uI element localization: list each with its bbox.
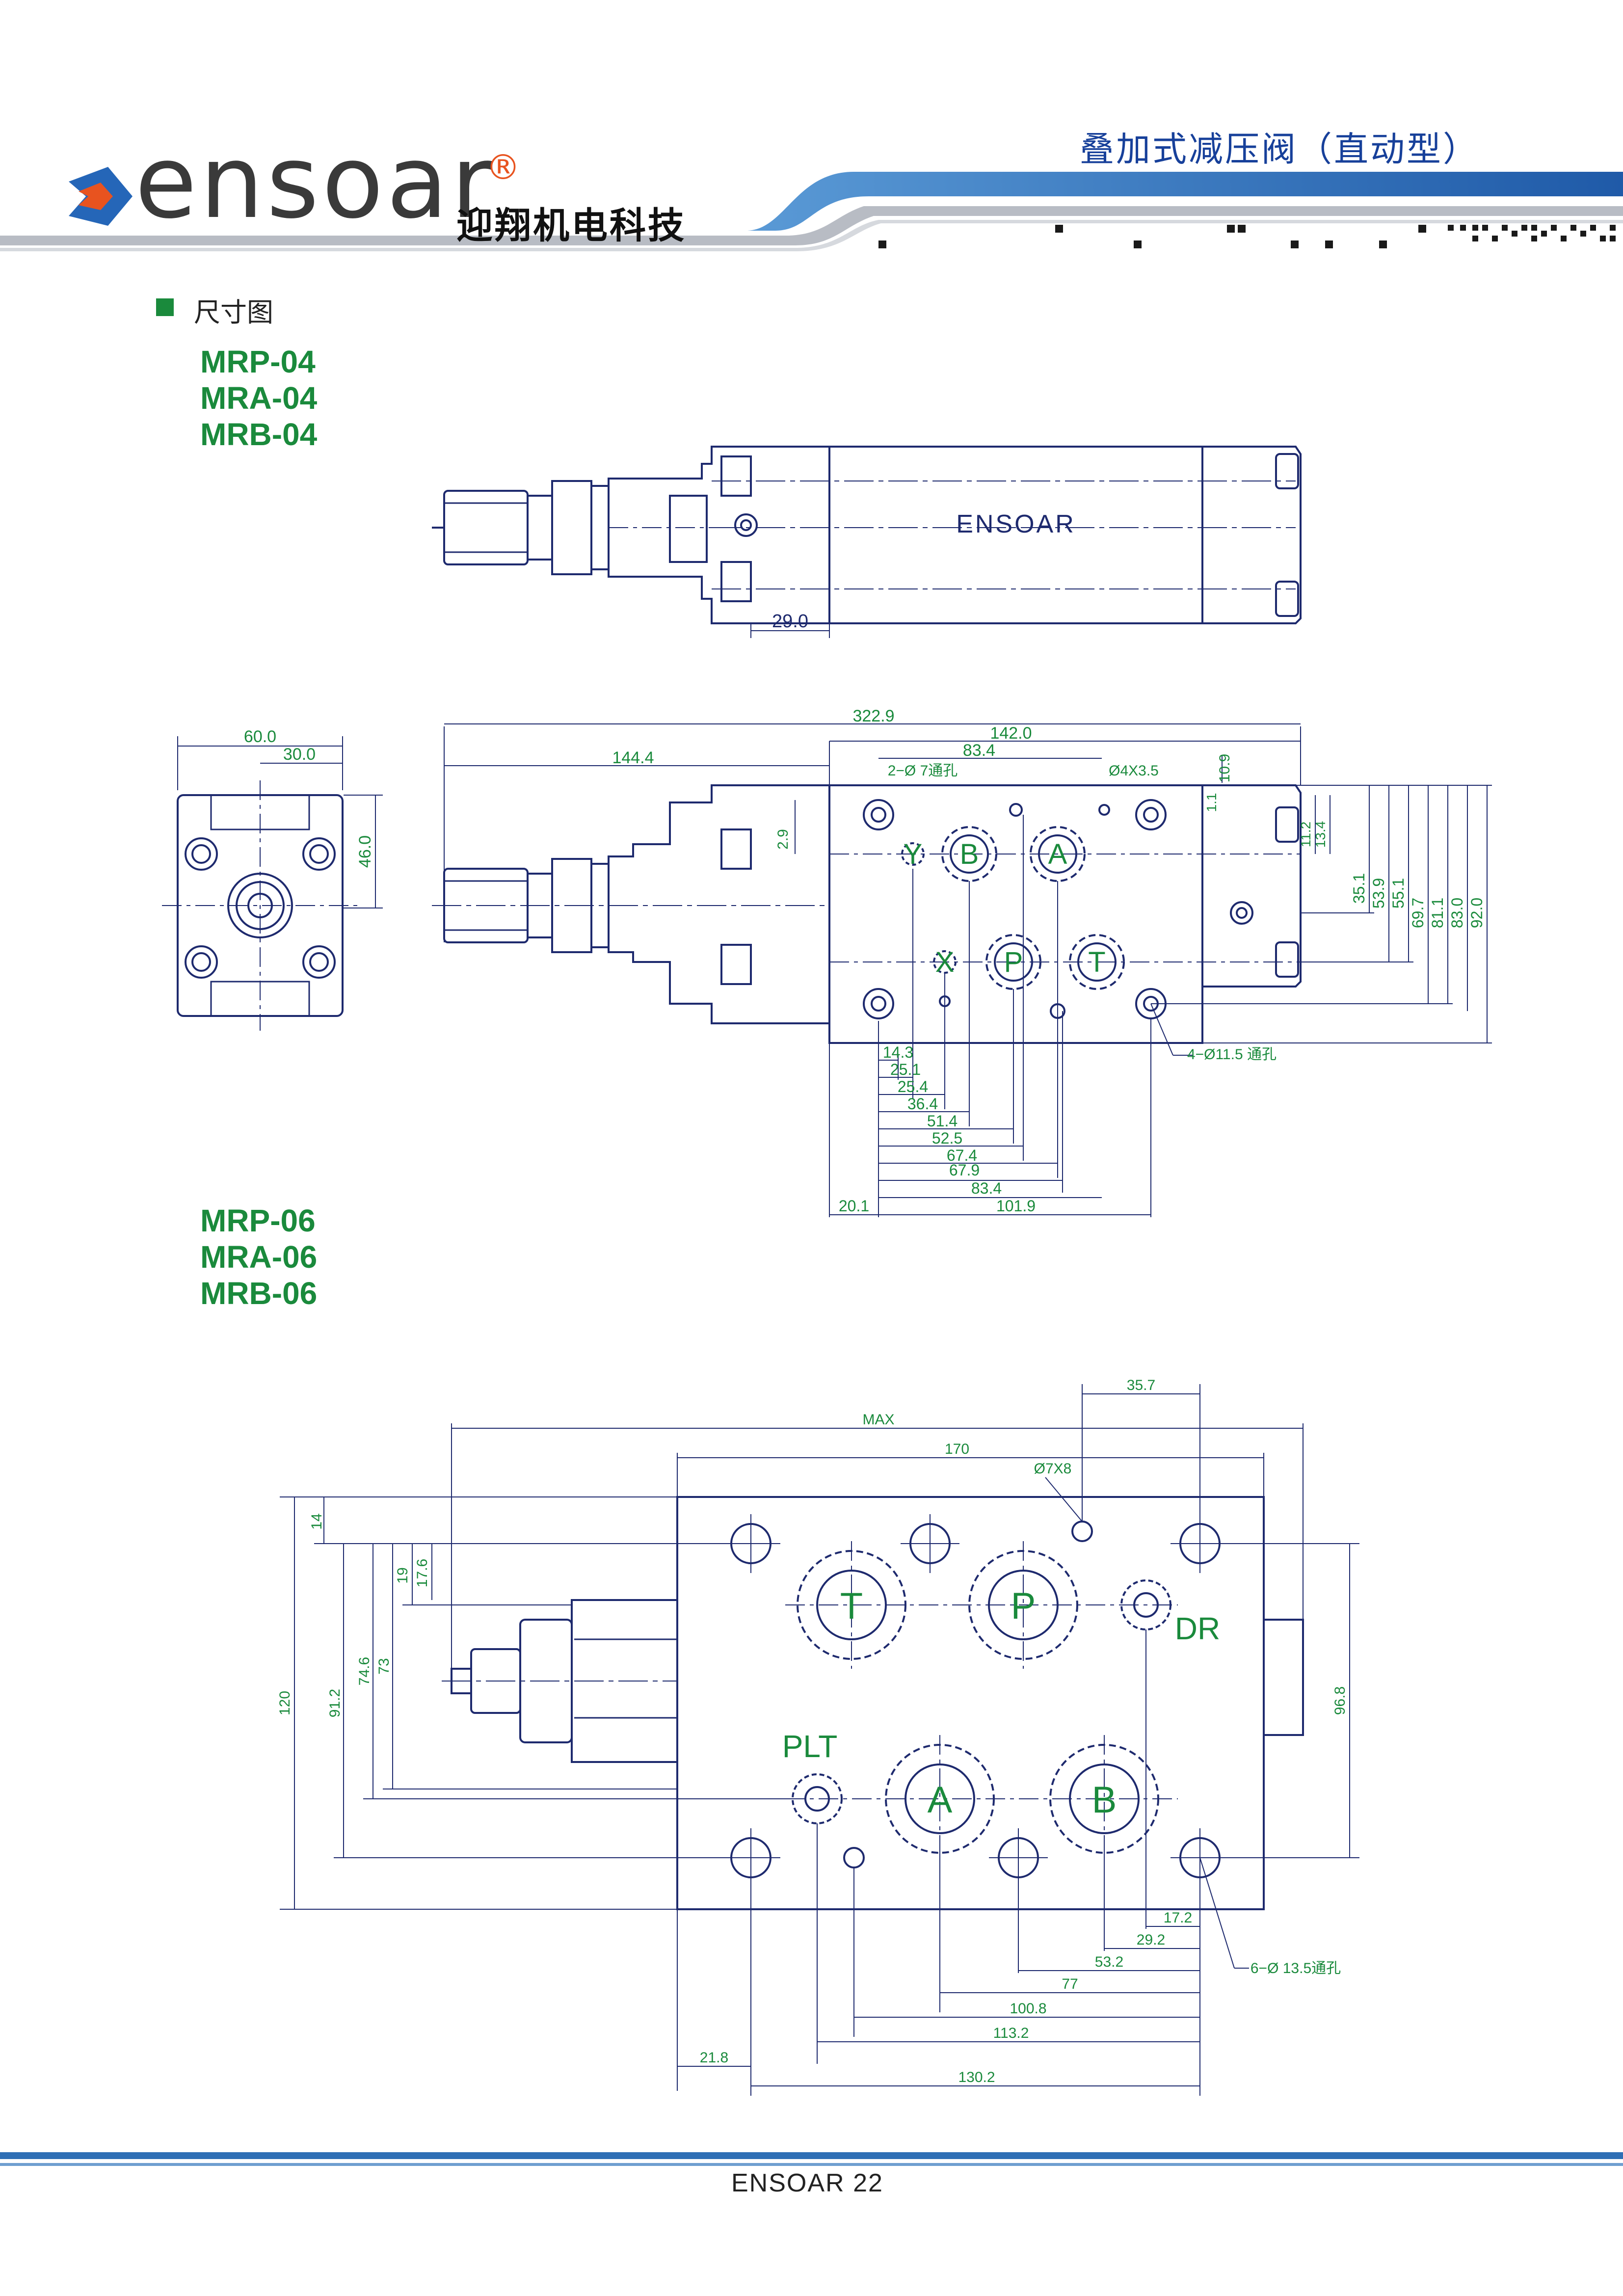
dim-322-9: 322.9 [852, 707, 894, 725]
dim-144-4: 144.4 [612, 748, 654, 767]
drawing-04-end-view: 60.0 30.0 46.0 [162, 727, 383, 1031]
port-t-label: T [1088, 946, 1105, 978]
dim-36-4: 36.4 [907, 1095, 938, 1113]
port-b-label: B [960, 838, 979, 870]
dim-67-4: 67.4 [947, 1147, 977, 1164]
hole-phi7x8: Ø7X8 [1034, 1461, 1072, 1477]
dim-60-0: 60.0 [244, 727, 276, 746]
model-list-06: MRP-06 MRA-06 MRB-06 [200, 1202, 317, 1311]
model-name: MRA-04 [200, 380, 318, 416]
dim-25-1: 25.1 [890, 1061, 921, 1078]
header-banner [0, 167, 1623, 251]
brand-logo-text: ensoar [135, 124, 496, 241]
port-b-label: B [1092, 1779, 1117, 1821]
dim-83-4-top: 83.4 [963, 741, 995, 760]
hole-4-phi4: Ø4X3.5 [1109, 763, 1159, 779]
drawing-04-top-view: 29.0 ENSOAR [432, 446, 1302, 638]
dim-53-9: 53.9 [1370, 878, 1387, 908]
dim-91-2: 91.2 [327, 1689, 343, 1717]
dim-29-2: 29.2 [1137, 1932, 1165, 1948]
port-a-label: A [1048, 838, 1067, 870]
model-list-04: MRP-04 MRA-04 MRB-04 [200, 344, 317, 453]
dim-53-2: 53.2 [1095, 1954, 1123, 1970]
footer-page-label: ENSOAR 22 [731, 2168, 883, 2198]
dim-1-1: 1.1 [1204, 793, 1219, 812]
port-p-label: P [1004, 946, 1023, 978]
dim-130-2: 130.2 [958, 2069, 995, 2085]
dim-17-6: 17.6 [414, 1559, 430, 1587]
dim-74-6: 74.6 [356, 1657, 372, 1685]
port-p-label: P [1011, 1585, 1036, 1627]
document-title: 叠加式减压阀（直动型） [1080, 129, 1479, 169]
section-bullet-icon [156, 298, 174, 316]
dim-69-7: 69.7 [1409, 898, 1427, 928]
model-name: MRB-04 [200, 417, 318, 452]
footer-rule-top [0, 2152, 1623, 2159]
port-a-label: A [928, 1779, 953, 1821]
hole-2-phi7: 2−Ø 7通孔 [888, 763, 958, 779]
dim-14: 14 [309, 1513, 325, 1529]
dim-29-0: 29.0 [772, 611, 808, 632]
dim-17-2: 17.2 [1164, 1910, 1192, 1926]
drawing-04-front-view: Y B A X P T [432, 707, 1492, 1217]
model-name: MRP-04 [200, 344, 316, 379]
dim-73: 73 [376, 1658, 392, 1674]
dim-max: MAX [862, 1412, 894, 1428]
port-dr-label: DR [1175, 1611, 1220, 1646]
model-name: MRA-06 [200, 1239, 318, 1275]
decorative-pixel-dots [878, 225, 1616, 248]
drawing-06: T P A B DR PLT [277, 1377, 1359, 2096]
footer-rule-bottom [0, 2163, 1623, 2166]
dim-35-1: 35.1 [1350, 873, 1368, 904]
dim-142-0: 142.0 [990, 724, 1032, 743]
dim-92-0: 92.0 [1468, 898, 1486, 928]
dim-10-9: 10.9 [1217, 754, 1233, 782]
dim-20-1: 20.1 [839, 1197, 869, 1215]
dim-101-9: 101.9 [996, 1197, 1036, 1215]
footer-brand: ENSOAR [731, 2169, 845, 2197]
dim-52-5: 52.5 [932, 1129, 962, 1147]
hole-6-phi13-5: 6−Ø 13.5通孔 [1251, 1960, 1341, 1976]
model-name: MRP-06 [200, 1203, 316, 1238]
port-plt-label: PLT [782, 1729, 838, 1764]
model-name: MRB-06 [200, 1276, 318, 1311]
dim-83-4: 83.4 [971, 1179, 1002, 1197]
dim-14-3: 14.3 [883, 1043, 913, 1061]
dim-46-0: 46.0 [356, 835, 374, 868]
dim-67-9: 67.9 [949, 1161, 980, 1179]
dim-11-2: 11.2 [1298, 822, 1313, 847]
dim-170: 170 [945, 1441, 969, 1457]
dim-96-8: 96.8 [1332, 1686, 1348, 1715]
dim-35-7: 35.7 [1127, 1377, 1155, 1393]
brand-chinese-name: 迎翔机电科技 [456, 205, 686, 247]
hole-4-phi11-5: 4−Ø11.5 通孔 [1187, 1046, 1277, 1063]
dim-30-0: 30.0 [283, 745, 316, 764]
footer-page-number: 22 [853, 2169, 883, 2197]
dim-13-4: 13.4 [1313, 821, 1328, 848]
port-t-label: T [840, 1585, 863, 1627]
dim-113-2: 113.2 [993, 2025, 1029, 2041]
dim-51-4: 51.4 [927, 1112, 958, 1130]
dim-77: 77 [1062, 1976, 1078, 1992]
dim-21-8: 21.8 [700, 2050, 728, 2066]
dim-2-9: 2.9 [775, 829, 791, 850]
dim-19: 19 [395, 1567, 411, 1583]
dim-55-1: 55.1 [1389, 878, 1407, 908]
dim-83-0: 83.0 [1448, 898, 1466, 928]
dim-100-8: 100.8 [1010, 2001, 1046, 2017]
section-label: 尺寸图 [194, 297, 273, 328]
registered-mark: ® [486, 147, 520, 187]
port-y-label: Y [904, 838, 923, 870]
body-brand-text: ENSOAR [956, 510, 1076, 538]
dim-25-4: 25.4 [898, 1078, 928, 1095]
dim-120: 120 [277, 1691, 293, 1715]
brand-logo-icon [69, 167, 133, 226]
dim-81-1: 81.1 [1429, 898, 1446, 928]
